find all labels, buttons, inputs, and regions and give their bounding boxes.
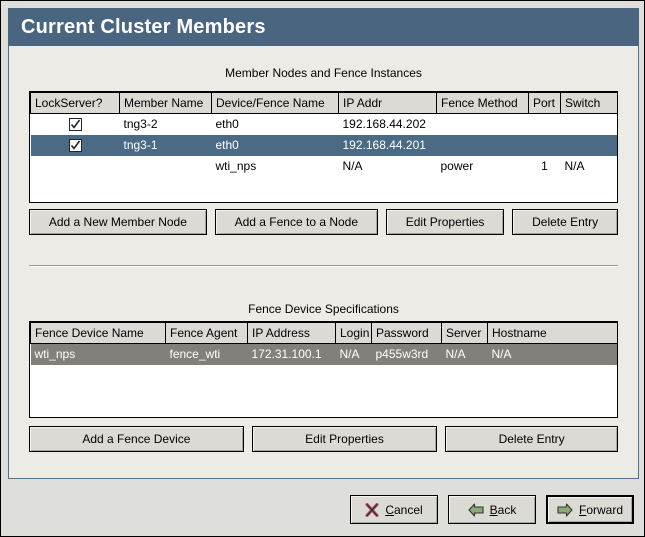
forward-label-rest: orward xyxy=(586,503,623,517)
ip-addr-cell: 192.168.44.202 xyxy=(339,114,437,135)
back-button-label: Back xyxy=(490,503,517,517)
switch-cell xyxy=(561,114,618,135)
arrow-left-icon xyxy=(468,503,484,517)
port-cell: 1 xyxy=(529,156,561,177)
fence-method-cell: power xyxy=(437,156,529,177)
members-table: LockServer? Member Name Device/Fence Nam… xyxy=(30,92,618,177)
members-button-row: Add a New Member Node Add a Fence to a N… xyxy=(29,209,618,235)
cancel-label-rest: ancel xyxy=(394,503,423,517)
column-header-lockserver[interactable]: LockServer? xyxy=(31,93,120,114)
fence-agent-cell: fence_wti xyxy=(166,344,248,365)
column-header-ip-addr[interactable]: IP Addr xyxy=(339,93,437,114)
fence-devices-header-row: Fence Device Name Fence Agent IP Address… xyxy=(31,323,618,344)
column-header-fence-agent[interactable]: Fence Agent xyxy=(166,323,248,344)
column-header-switch[interactable]: Switch xyxy=(561,93,618,114)
fence-devices-button-row: Add a Fence Device Edit Properties Delet… xyxy=(29,426,618,452)
lockserver-cell[interactable] xyxy=(31,114,120,135)
column-header-device-fence-name[interactable]: Device/Fence Name xyxy=(212,93,339,114)
device-fence-name-cell: wti_nps xyxy=(212,156,339,177)
password-cell: p455w3rd xyxy=(372,344,442,365)
column-header-password[interactable]: Password xyxy=(372,323,442,344)
switch-cell xyxy=(561,135,618,156)
member-name-cell: tng3-2 xyxy=(120,114,212,135)
edit-properties-member-button[interactable]: Edit Properties xyxy=(386,209,504,235)
column-header-member-name[interactable]: Member Name xyxy=(120,93,212,114)
edit-properties-fence-button[interactable]: Edit Properties xyxy=(252,426,437,452)
dialog-footer: Cancel Back Forward xyxy=(1,484,644,536)
member-name-cell: tng3-1 xyxy=(120,135,212,156)
cancel-x-icon xyxy=(365,503,379,517)
back-mnemonic: B xyxy=(490,503,498,517)
forward-button-label: Forward xyxy=(579,503,623,517)
back-button[interactable]: Back xyxy=(448,495,536,524)
section-separator xyxy=(29,265,618,267)
column-header-hostname[interactable]: Hostname xyxy=(488,323,618,344)
fence-device-name-cell: wti_nps xyxy=(31,344,166,365)
hostname-cell: N/A xyxy=(488,344,618,365)
column-header-login[interactable]: Login xyxy=(336,323,372,344)
fence-method-cell xyxy=(437,135,529,156)
login-cell: N/A xyxy=(336,344,372,365)
lockserver-cell[interactable] xyxy=(31,135,120,156)
check-icon xyxy=(70,139,81,152)
forward-button[interactable]: Forward xyxy=(546,495,634,524)
ip-address-cell: 172.31.100.1 xyxy=(248,344,336,365)
column-header-ip-address[interactable]: IP Address xyxy=(248,323,336,344)
cancel-button-label: Cancel xyxy=(385,503,422,517)
fence-devices-section-heading: Fence Device Specifications xyxy=(9,302,638,316)
lockserver-checkbox[interactable] xyxy=(69,118,82,131)
device-fence-name-cell: eth0 xyxy=(212,114,339,135)
column-header-port[interactable]: Port xyxy=(529,93,561,114)
back-label-rest: ack xyxy=(498,503,517,517)
server-cell: N/A xyxy=(442,344,488,365)
members-section-heading: Member Nodes and Fence Instances xyxy=(9,66,638,80)
fence-method-cell xyxy=(437,114,529,135)
column-header-server[interactable]: Server xyxy=(442,323,488,344)
title-bar: Current Cluster Members xyxy=(8,8,639,46)
fence-devices-table-container[interactable]: Fence Device Name Fence Agent IP Address… xyxy=(29,321,618,418)
column-header-fence-method[interactable]: Fence Method xyxy=(437,93,529,114)
lockserver-checkbox[interactable] xyxy=(69,139,82,152)
members-table-container[interactable]: LockServer? Member Name Device/Fence Nam… xyxy=(29,91,618,203)
add-fence-to-node-button[interactable]: Add a Fence to a Node xyxy=(215,209,378,235)
table-row[interactable]: wti_nps fence_wti 172.31.100.1 N/A p455w… xyxy=(31,344,618,365)
delete-entry-fence-button[interactable]: Delete Entry xyxy=(445,426,618,452)
port-cell xyxy=(529,135,561,156)
table-row[interactable]: tng3-1 eth0 192.168.44.201 xyxy=(31,135,618,156)
cancel-mnemonic: C xyxy=(385,503,394,517)
cancel-button[interactable]: Cancel xyxy=(350,495,438,524)
check-icon xyxy=(70,118,81,131)
table-row[interactable]: tng3-2 eth0 192.168.44.202 xyxy=(31,114,618,135)
add-fence-device-button[interactable]: Add a Fence Device xyxy=(29,426,244,452)
member-name-cell xyxy=(120,156,212,177)
table-row[interactable]: wti_nps N/A power 1 N/A xyxy=(31,156,618,177)
device-fence-name-cell: eth0 xyxy=(212,135,339,156)
content-panel: Member Nodes and Fence Instances LockSer… xyxy=(8,46,639,479)
page-title: Current Cluster Members xyxy=(8,16,266,39)
switch-cell: N/A xyxy=(561,156,618,177)
add-new-member-node-button[interactable]: Add a New Member Node xyxy=(29,209,207,235)
arrow-right-icon xyxy=(557,503,573,517)
delete-entry-member-button[interactable]: Delete Entry xyxy=(512,209,618,235)
ip-addr-cell: 192.168.44.201 xyxy=(339,135,437,156)
column-header-fence-device-name[interactable]: Fence Device Name xyxy=(31,323,166,344)
members-table-header-row: LockServer? Member Name Device/Fence Nam… xyxy=(31,93,618,114)
fence-devices-table: Fence Device Name Fence Agent IP Address… xyxy=(30,322,618,365)
ip-addr-cell: N/A xyxy=(339,156,437,177)
footer-button-row: Cancel Back Forward xyxy=(350,495,634,524)
port-cell xyxy=(529,114,561,135)
lockserver-cell xyxy=(31,156,120,177)
